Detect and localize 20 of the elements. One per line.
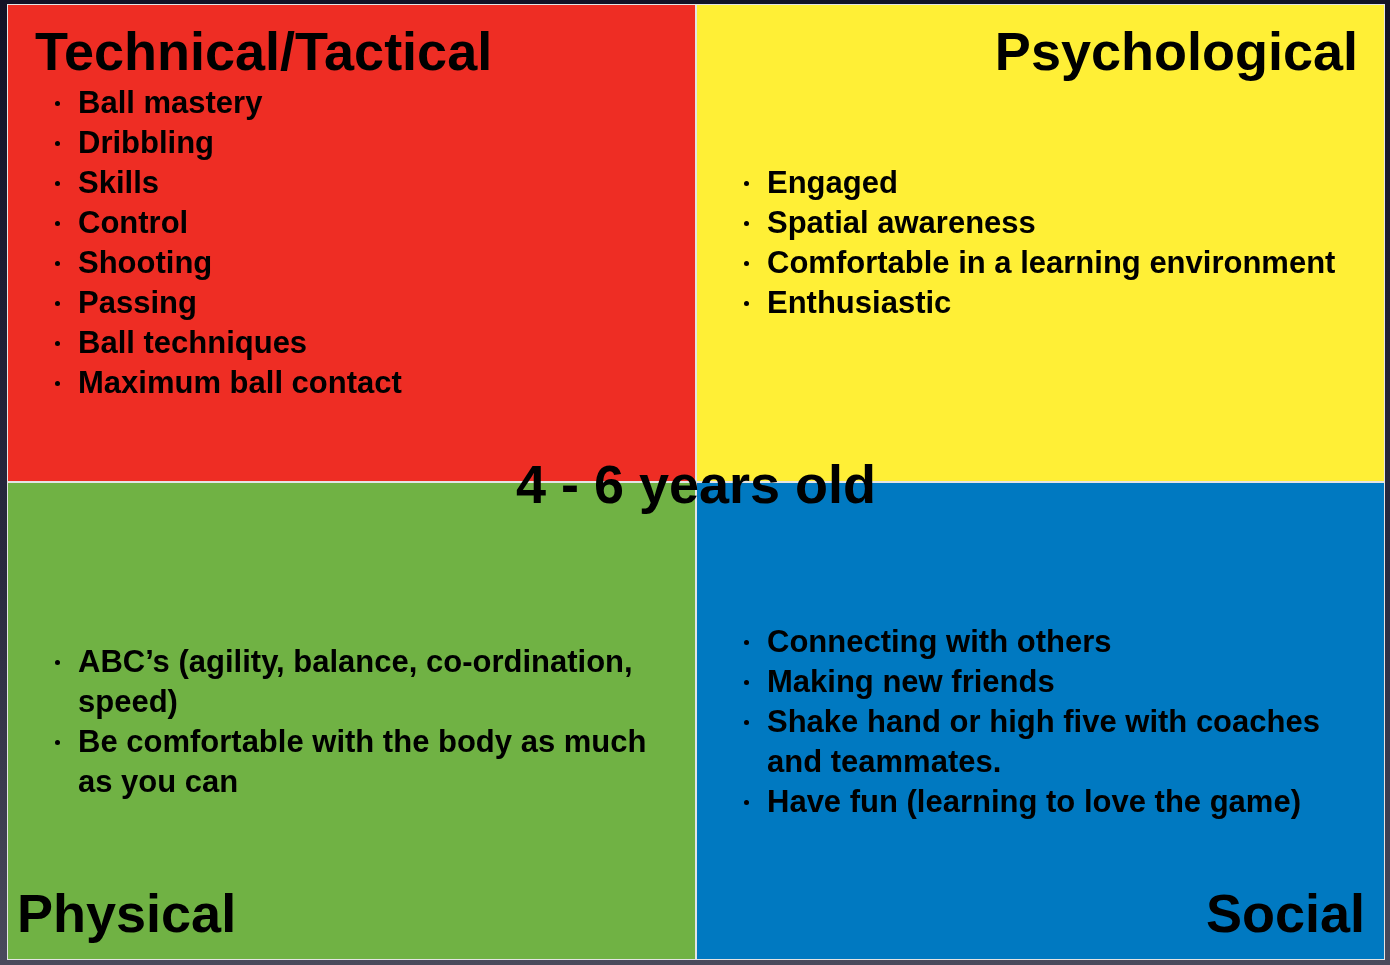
list-item: Comfortable in a learning environment (767, 244, 1336, 282)
list-item: Ball mastery (78, 84, 263, 122)
list-item: Passing (78, 284, 197, 322)
list-item: Be comfortable with the body as much as you can (78, 723, 648, 801)
list-item: Making new friends (767, 663, 1055, 701)
list-item: Dribbling (78, 124, 215, 162)
list-item: Spatial awareness (767, 204, 1036, 242)
list-item: Have fun (learning to love the game) (767, 783, 1301, 821)
panel-heading: Technical/Tactical (35, 24, 493, 78)
list-item: Connecting with others (767, 623, 1112, 661)
list-item: Maximum ball contact (78, 364, 402, 402)
list-item: Enthusiastic (767, 284, 952, 322)
list-item: Ball techniques (78, 324, 308, 362)
list-item: ABC’s (agility, balance, co-ordination, speed) (78, 643, 634, 721)
list-item: Shooting (78, 244, 213, 282)
list-item: Skills (78, 164, 159, 202)
list-item: Shake hand or high five with coaches and teammates. (767, 703, 1321, 781)
list-item: Engaged (767, 164, 898, 202)
list-item: Control (78, 204, 189, 242)
panel-heading: Social (1205, 886, 1365, 940)
